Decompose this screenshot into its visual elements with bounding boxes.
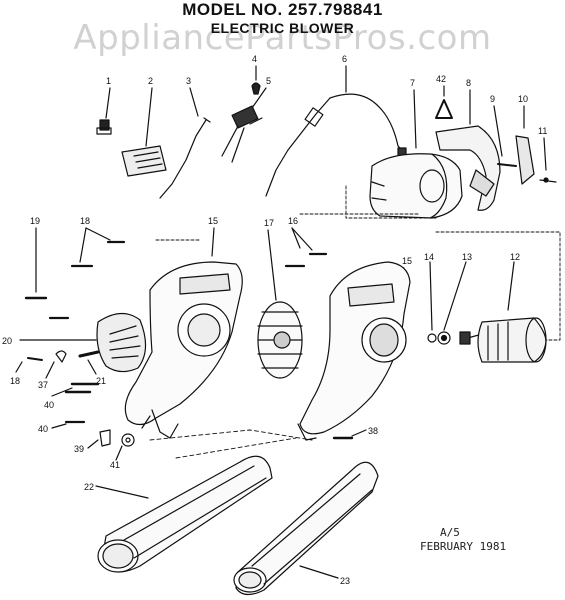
callout-17: 17 <box>264 218 274 228</box>
callout-23: 23 <box>340 576 350 586</box>
part-19-screw <box>24 227 48 300</box>
callout-42: 42 <box>436 74 446 84</box>
part-6-power-cord <box>265 65 407 197</box>
part-2-label-sticker <box>121 87 167 177</box>
part-10-trigger <box>515 105 535 185</box>
part-9-spring <box>493 105 517 167</box>
part-16-screws <box>284 227 328 268</box>
part-7-motor-housing <box>369 89 463 219</box>
callout-9: 9 <box>490 94 495 104</box>
part-39-bracket <box>87 429 111 449</box>
callout-12: 12 <box>510 252 520 262</box>
callout-38: 38 <box>368 426 378 436</box>
part-1-switch <box>96 87 112 135</box>
part-4-terminal <box>251 65 261 95</box>
part-42-clip <box>435 85 453 119</box>
callout-16: 16 <box>288 216 298 226</box>
part-37-spring-clip <box>45 350 67 379</box>
footer-date: FEBRUARY 1981 <box>420 540 507 553</box>
part-11-screw <box>539 137 557 183</box>
callout-41: 41 <box>110 460 120 470</box>
callout-1: 1 <box>106 76 111 86</box>
callout-39: 39 <box>74 444 84 454</box>
part-23-nozzle-tube <box>233 461 379 596</box>
callout-14: 14 <box>424 252 434 262</box>
callout-11: 11 <box>538 126 547 136</box>
part-21-pin <box>78 350 100 375</box>
callout-6: 6 <box>342 54 347 64</box>
callout-20: 20 <box>2 336 12 346</box>
callout-18b: 18 <box>10 376 20 386</box>
part-15-right-housing <box>297 261 411 441</box>
leader-lines <box>155 185 561 341</box>
callout-5: 5 <box>266 76 271 86</box>
callout-22: 22 <box>84 482 94 492</box>
part-3-cable-tie <box>159 87 211 199</box>
callout-37: 37 <box>38 380 48 390</box>
part-41-washer <box>115 433 135 461</box>
part-14-washer <box>427 261 437 343</box>
part-15-left-housing <box>124 227 243 439</box>
callout-21: 21 <box>96 376 106 386</box>
callout-8: 8 <box>466 78 471 88</box>
part-22-blower-tube <box>95 455 273 573</box>
product-name-title: ELECTRIC BLOWER <box>210 20 355 36</box>
part-18-small-screw <box>15 357 43 373</box>
tube-leader-lines <box>149 429 313 459</box>
callout-15b: 15 <box>402 256 412 266</box>
model-number-title: MODEL NO. 257.798841 <box>182 0 383 19</box>
callout-18a: 18 <box>80 216 90 226</box>
part-8-handle <box>435 89 501 211</box>
part-5-lead-wires <box>221 87 267 163</box>
part-18-screws <box>48 227 126 320</box>
callout-40a: 40 <box>44 400 54 410</box>
footer-code: A/5 <box>440 526 460 539</box>
callout-4: 4 <box>252 54 257 64</box>
callout-10: 10 <box>518 94 528 104</box>
callout-40b: 40 <box>38 424 48 434</box>
part-38-screw <box>332 429 367 440</box>
part-40-screws <box>51 382 100 429</box>
part-13-bushing <box>437 261 467 345</box>
callout-19: 19 <box>30 216 40 226</box>
callout-15a: 15 <box>208 216 218 226</box>
part-17-impeller-fan <box>257 229 303 379</box>
part-20-grille-cover <box>19 312 147 373</box>
callout-2: 2 <box>148 76 153 86</box>
callout-7: 7 <box>410 78 415 88</box>
callout-13: 13 <box>462 252 472 262</box>
callout-3: 3 <box>186 76 191 86</box>
part-12-motor <box>459 261 547 363</box>
